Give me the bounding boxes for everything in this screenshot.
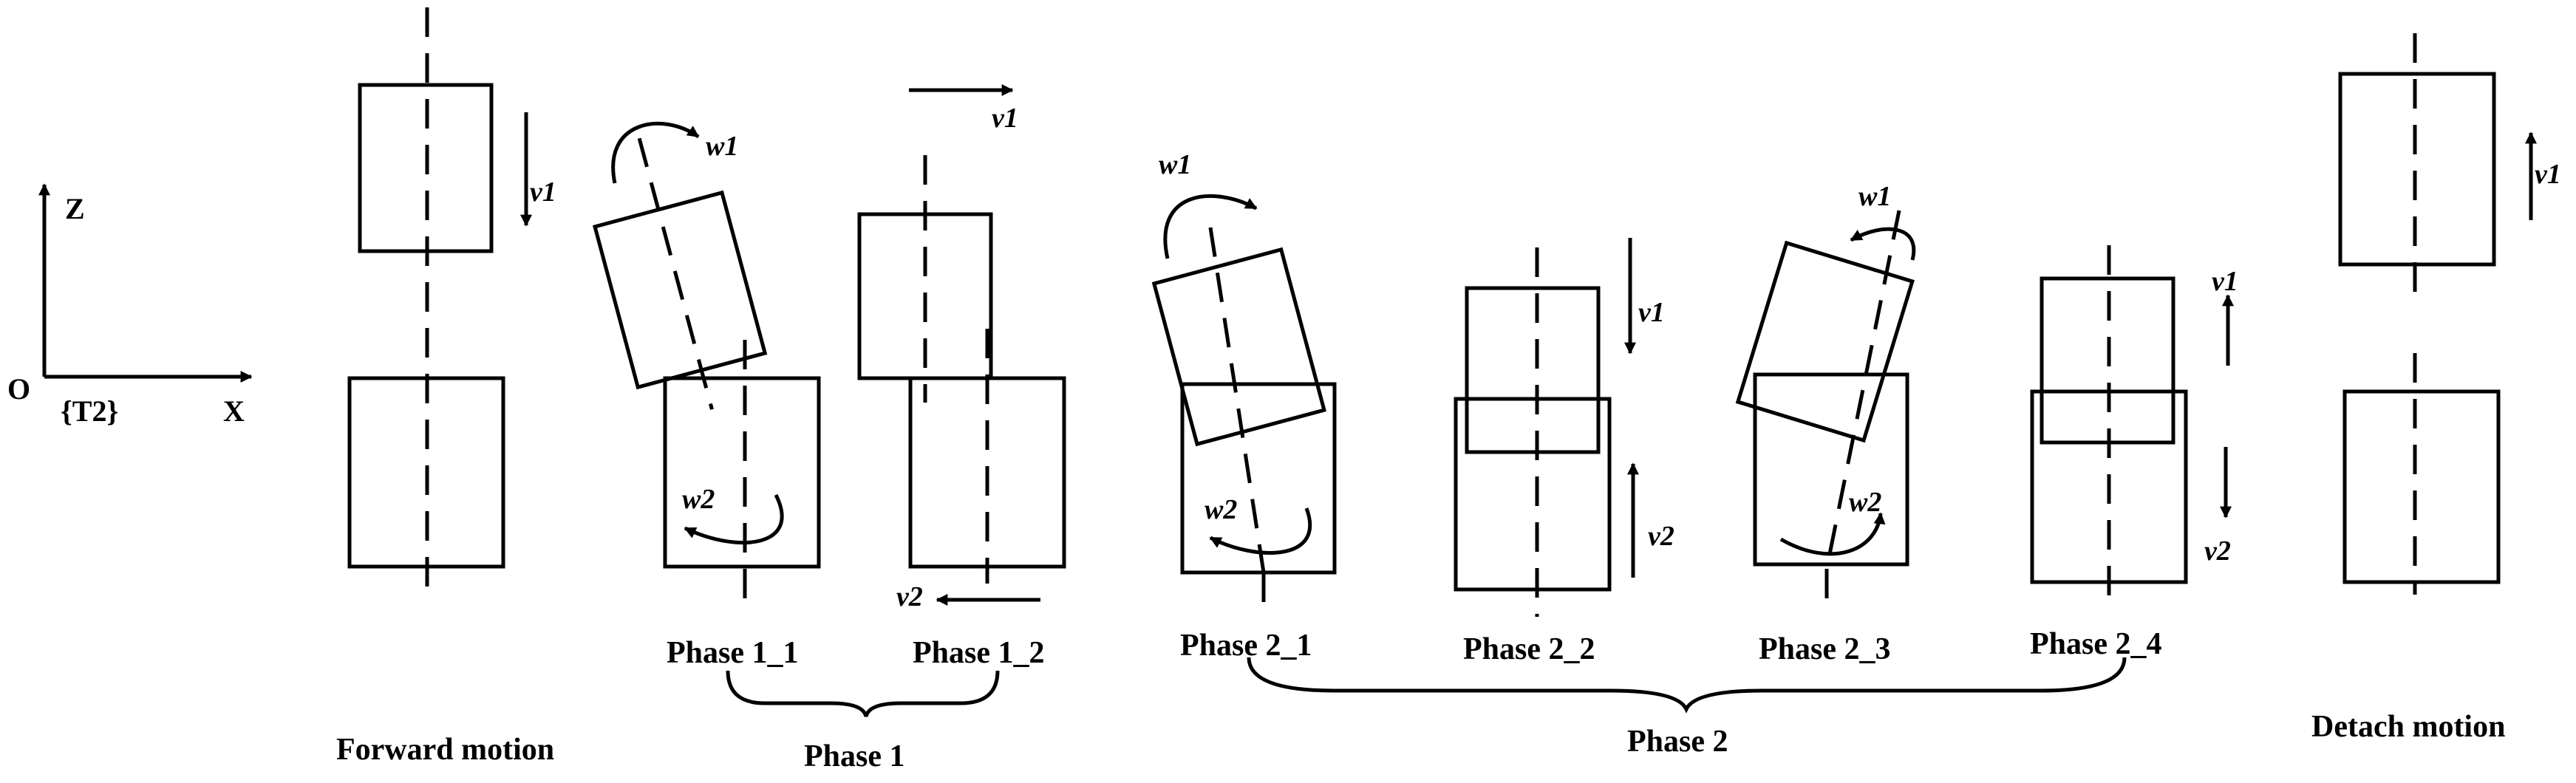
tilted-upper-block: [592, 137, 768, 410]
w2-rotation-arrow: [1779, 512, 1886, 556]
forward-motion-figure: [347, 7, 532, 591]
p2-2-v1-label: v1: [1638, 297, 1665, 328]
lower-block: [1454, 397, 1612, 592]
phase2-3-label: Phase 2_3: [1759, 632, 1891, 666]
lower-block: [1180, 382, 1337, 575]
w2-rotation-arrow: [1209, 507, 1312, 555]
p2-2-v2-label: v2: [1648, 521, 1674, 552]
p1-2-v2-label: v2: [896, 581, 923, 612]
forward-v1-label: v1: [530, 177, 556, 208]
w2-rotation-arrow: [684, 493, 784, 545]
z-axis-label: Z: [65, 192, 85, 225]
p2-1-w2-label: w2: [1204, 494, 1237, 525]
frame-label: {T2}: [61, 394, 118, 428]
tilted-upper-block: [1151, 247, 1327, 447]
phase2-brace: [1247, 657, 2127, 714]
phase2-4-figure: [2030, 245, 2234, 609]
coordinate-frame: [38, 183, 253, 383]
p2-3-w2-label: w2: [1849, 487, 1881, 518]
p2-4-v1-label: v1: [2212, 266, 2238, 297]
p2-3-w1-label: w1: [1858, 181, 1891, 212]
lower-block: [663, 376, 821, 569]
p2-1-w1-label: w1: [1159, 149, 1191, 180]
phase1-brace: [726, 670, 1000, 717]
tilted-axis: [1824, 210, 1901, 570]
w1-rotation-arrow: [1850, 227, 1916, 261]
phase2-3-figure: [1735, 210, 1916, 598]
p1-2-v1-label: v1: [992, 103, 1018, 134]
detach-motion-label: Detach motion: [2311, 710, 2505, 744]
w1-rotation-arrow: [1163, 194, 1258, 259]
phase2-2-label: Phase 2_2: [1463, 632, 1595, 666]
p1-1-w1-label: w1: [706, 131, 738, 162]
lower-block: [1753, 372, 1909, 567]
p2-4-v2-label: v2: [2204, 536, 2231, 567]
phase1-2-figure: [857, 84, 1066, 606]
tilted-upper-block: [1735, 240, 1915, 443]
phase2-label: Phase 2: [1627, 725, 1728, 759]
phase1-label: Phase 1: [804, 739, 905, 773]
w1-rotation-arrow: [611, 121, 700, 184]
detach-v1-label: v1: [2535, 159, 2561, 190]
origin-label: O: [7, 372, 30, 406]
p1-1-w2-label: w2: [682, 484, 715, 515]
upper-block: [1465, 286, 1601, 454]
detach-motion-figure: [2338, 33, 2537, 595]
phase1-1-figure: [592, 121, 821, 598]
phase2-2-figure: [1454, 238, 1639, 617]
tilted-axis: [1208, 227, 1266, 573]
phase2-1-figure: [1151, 194, 1337, 602]
phase2-1-label: Phase 2_1: [1180, 629, 1312, 663]
x-axis-label: X: [223, 394, 245, 428]
phase2-4-label: Phase 2_4: [2030, 627, 2162, 661]
phase1-2-label: Phase 1_2: [913, 636, 1045, 670]
upper-block: [2338, 72, 2496, 267]
forward-motion-label: Forward motion: [336, 733, 554, 767]
lower-block: [2342, 389, 2501, 584]
phase1-1-label: Phase 1_1: [667, 636, 799, 670]
